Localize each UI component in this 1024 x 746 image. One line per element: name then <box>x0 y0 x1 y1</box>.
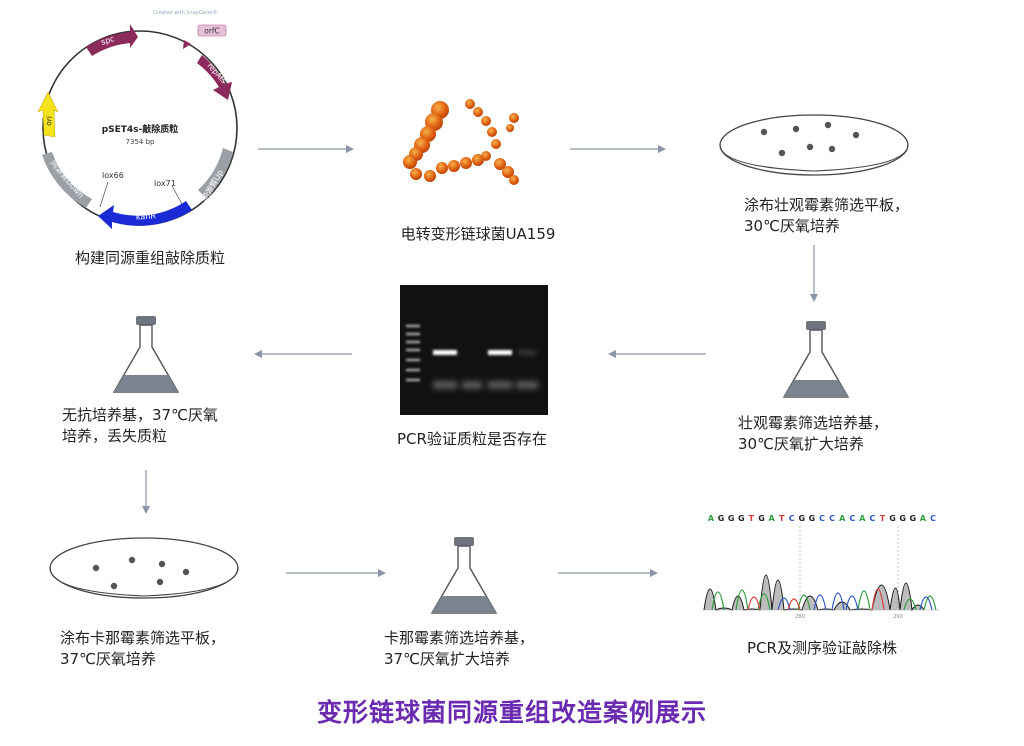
lox71-label: lox71 <box>154 179 176 188</box>
step-3-label: 涂布壮观霉素筛选平板， 30℃厌氧培养 <box>744 196 910 235</box>
base-call: T <box>880 514 886 523</box>
plasmid-size: 7354 bp <box>126 138 155 146</box>
ori-label: ori <box>44 116 54 127</box>
base-call: A <box>859 514 866 523</box>
ori-feature <box>37 91 59 138</box>
lox66-label: lox66 <box>102 171 124 180</box>
base-call: A <box>708 514 715 523</box>
step-9-label: PCR及测序验证敲除株 <box>747 639 897 657</box>
plasmid-map: Created with SnapGene® spc orfC repAts o… <box>37 9 238 229</box>
pcr-gel-image <box>400 285 548 415</box>
spc-feature <box>86 24 138 56</box>
base-call: A <box>920 514 927 523</box>
homology-arm-down-feature <box>42 152 92 208</box>
step-7-label: 涂布卡那霉素筛选平板， 37℃厌氧培养 <box>60 629 226 668</box>
base-call: G <box>809 514 816 523</box>
streptococcus-image <box>403 99 519 185</box>
base-call: C <box>819 514 825 523</box>
base-call: G <box>728 514 735 523</box>
page-title: 变形链球菌同源重组改造案例展示 <box>316 698 707 727</box>
step-6-label: 无抗培养基，37℃厌氧 培养，丢失质粒 <box>62 406 218 445</box>
base-call: G <box>758 514 765 523</box>
base-call: G <box>718 514 725 523</box>
base-call: G <box>910 514 917 523</box>
snapgene-watermark: Created with SnapGene® <box>153 9 217 16</box>
step-2-label: 电转变形链球菌UA159 <box>400 225 556 243</box>
orfC-label: orfC <box>204 27 220 36</box>
flask-spectinomycin <box>782 321 850 398</box>
base-call: T <box>749 514 755 523</box>
position-label-290: 290 <box>893 614 903 620</box>
base-call: A <box>768 514 775 523</box>
petri-dish-kanamycin <box>49 537 239 599</box>
plasmid-name: pSET4s-敲除质粒 <box>102 123 179 135</box>
petri-dish-spectinomycin <box>719 114 909 176</box>
base-call: G <box>738 514 745 523</box>
base-call: C <box>829 514 835 523</box>
spc-label: spc <box>100 34 116 47</box>
flask-no-antibiotic <box>112 316 180 393</box>
base-call: T <box>779 514 785 523</box>
base-call: G <box>899 514 906 523</box>
homology-arm-up-feature <box>198 148 233 198</box>
repAts-feature <box>197 55 232 100</box>
flask-kanamycin <box>430 537 498 614</box>
step-5-label: PCR验证质粒是否存在 <box>397 430 547 448</box>
base-call: A <box>839 514 846 523</box>
base-call: C <box>849 514 855 523</box>
step-4-label: 壮观霉素筛选培养基， 30℃厌氧扩大培养 <box>738 414 889 453</box>
step-8-label: 卡那霉素筛选培养基， 37℃厌氧扩大培养 <box>384 629 535 668</box>
base-call: C <box>789 514 795 523</box>
position-label-280: 280 <box>795 614 805 620</box>
step-1-label: 构建同源重组敲除质粒 <box>74 249 225 267</box>
base-call: G <box>799 514 806 523</box>
kanR-label: kanR <box>136 211 157 221</box>
kanR-feature <box>98 201 192 229</box>
base-call: C <box>869 514 875 523</box>
base-call: G <box>889 514 896 523</box>
base-call: C <box>930 514 936 523</box>
